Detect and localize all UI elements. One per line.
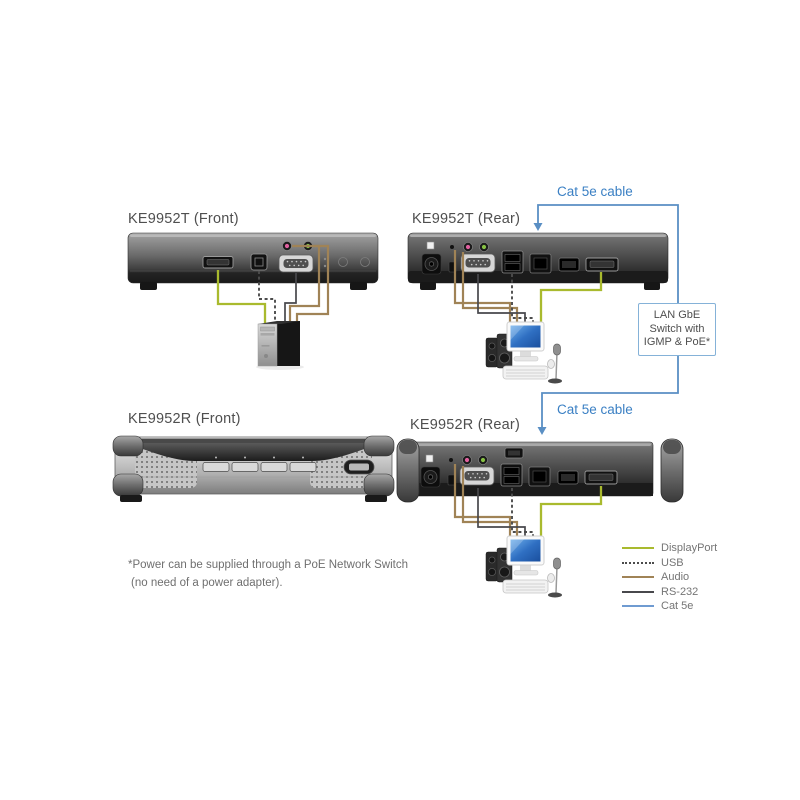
displayport-port (202, 256, 234, 269)
front-button (360, 257, 370, 267)
legend-item-usb: USB (622, 556, 717, 571)
lan-switch-box-line3: IGMP & PoE* (643, 336, 711, 349)
side-bumper (396, 438, 420, 503)
cat5e-line-swatch (622, 605, 654, 608)
workstation-remote (485, 321, 563, 385)
rs232-cable (284, 273, 297, 324)
legend-item-audio: Audio (622, 570, 717, 585)
device-foot (365, 495, 387, 502)
pc-tower (256, 321, 304, 370)
arrow-down-icon (537, 427, 547, 435)
lan-switch-box: LAN GbE Switch with IGMP & PoE* (638, 303, 716, 356)
device-label-r-front: KE9952R (Front) (128, 411, 241, 427)
corner-bumper (363, 435, 395, 457)
arrow-down-icon (533, 223, 543, 231)
usb-port-top (504, 447, 524, 459)
legend: DisplayPort USB Audio RS-232 Cat 5e (622, 541, 717, 614)
legend-label: RS-232 (661, 585, 699, 598)
legend-label: USB (661, 556, 684, 569)
legend-label: DisplayPort (661, 542, 718, 555)
device-foot (140, 282, 157, 290)
cat5e-cable-top (533, 204, 679, 303)
usb-port (343, 459, 375, 475)
device-ke9952r-rear (396, 438, 684, 503)
audio-jack-pink (282, 241, 292, 251)
workstation-console (485, 535, 563, 599)
front-button (338, 257, 348, 267)
audio-line-swatch (622, 576, 654, 579)
device-label-t-rear: KE9952T (Rear) (412, 211, 521, 227)
usb-cable (258, 271, 276, 324)
lan-switch-box-line2: Switch with (649, 322, 705, 335)
db9-serial-port (278, 254, 314, 273)
device-foot (120, 495, 142, 502)
device-foot (644, 282, 660, 290)
audio-cable-2 (295, 244, 330, 324)
rs232-line-swatch (622, 590, 654, 593)
audio-cable-1 (288, 244, 321, 324)
cat5e-cable-label-middle: Cat 5e cable (557, 402, 633, 417)
lan-switch-box-line1: LAN GbE (653, 309, 701, 322)
corner-bumper (112, 473, 144, 497)
displayport-cable (216, 270, 267, 324)
usb-line-swatch (622, 561, 654, 564)
legend-item-displayport: DisplayPort (622, 541, 717, 556)
legend-item-cat5e: Cat 5e (622, 599, 717, 614)
footnote: *Power can be supplied through a PoE Net… (128, 557, 408, 592)
led-dot (323, 257, 327, 261)
legend-item-rs232: RS-232 (622, 585, 717, 600)
side-bumper (660, 438, 684, 503)
led-dot (323, 264, 327, 268)
device-foot (420, 282, 436, 290)
device-ke9952r-front (112, 435, 395, 502)
footnote-line1: *Power can be supplied through a PoE Net… (128, 559, 408, 571)
device-ke9952t-front (127, 232, 379, 290)
displayport-line-swatch (622, 547, 654, 550)
front-panel-buttons (202, 456, 317, 472)
t-front-cables (216, 244, 330, 324)
corner-bumper (112, 435, 144, 457)
device-label-r-rear: KE9952R (Rear) (410, 417, 520, 433)
device-label-t-front: KE9952T (Front) (128, 211, 239, 227)
usb-b-port (250, 253, 268, 271)
cat5e-cable-label-top: Cat 5e cable (557, 184, 633, 199)
cat5e-cable-bottom (537, 356, 679, 435)
device-foot (350, 282, 367, 290)
device-ke9952t-rear (407, 232, 669, 290)
footnote-line2: (no need of a power adapter). (131, 576, 283, 589)
legend-label: Audio (661, 571, 690, 584)
legend-label: Cat 5e (661, 600, 694, 613)
corner-bumper (363, 473, 395, 497)
